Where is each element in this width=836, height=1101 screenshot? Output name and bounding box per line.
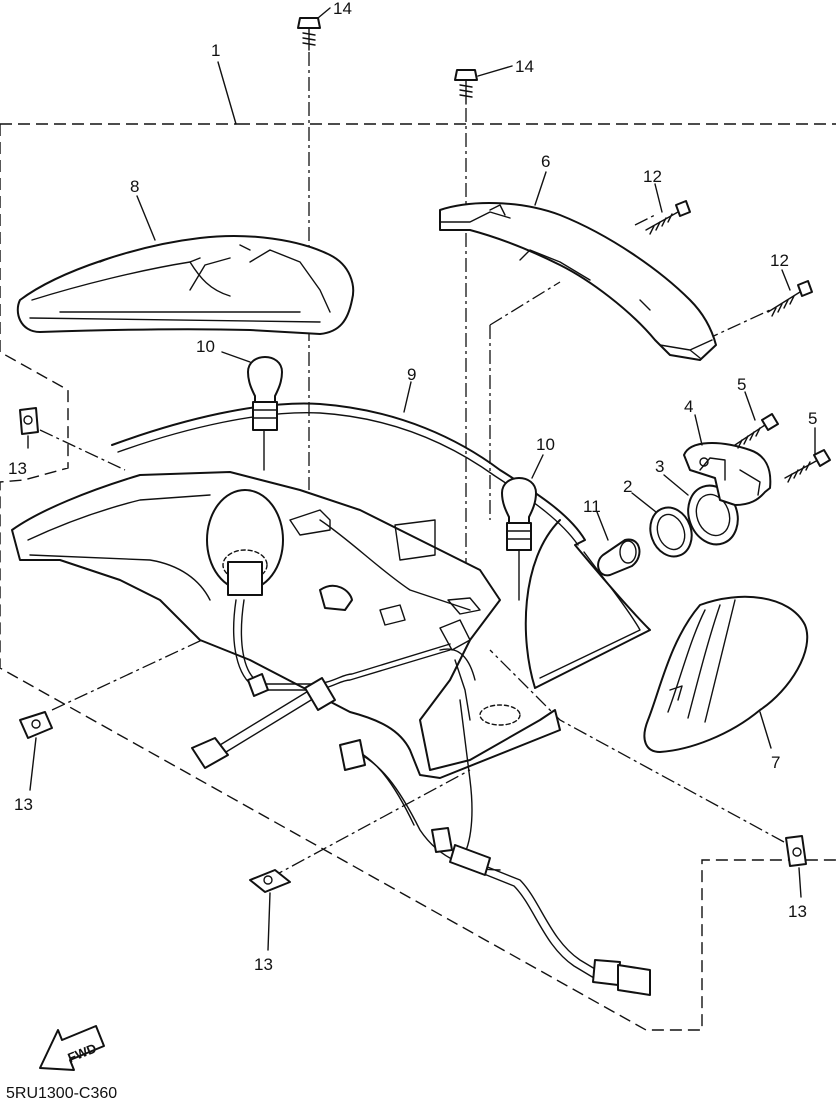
bulb-left-part <box>247 356 283 471</box>
callout-14a: 14 <box>333 0 352 18</box>
callout-10a: 10 <box>196 337 215 356</box>
screw-5a-part <box>734 413 779 449</box>
grommet-part <box>597 538 641 577</box>
wiring-loop-part <box>111 402 651 689</box>
callout-12a: 12 <box>643 167 662 186</box>
clip-nut-13c-part <box>249 869 291 893</box>
screw-12a-part <box>645 200 691 235</box>
callout-9: 9 <box>407 365 416 384</box>
callout-5a: 5 <box>737 375 746 394</box>
callout-7: 7 <box>771 753 780 772</box>
callout-13a: 13 <box>8 459 27 478</box>
callout-4: 4 <box>684 397 693 416</box>
gasket-ring-part <box>649 506 693 558</box>
clip-nut-13d-part <box>785 835 807 867</box>
callout-2: 2 <box>623 477 632 496</box>
callout-12b: 12 <box>770 251 789 270</box>
right-cover-part <box>439 202 717 361</box>
wire-harness <box>191 599 651 996</box>
tail-light-base <box>11 471 561 779</box>
callout-11: 11 <box>583 497 601 516</box>
callout-5b: 5 <box>808 409 817 428</box>
callout-6: 6 <box>541 152 550 171</box>
callout-10b: 10 <box>536 435 555 454</box>
callout-14b: 14 <box>515 57 534 76</box>
bulb-right-part <box>501 477 537 601</box>
callout-13d: 13 <box>788 902 807 921</box>
callout-13b: 13 <box>14 795 33 814</box>
assembly-boundary <box>0 123 836 1031</box>
callout-1: 1 <box>211 41 220 60</box>
screw-5b-part <box>784 449 831 483</box>
screw-14a-part <box>297 17 321 51</box>
clip-nut-13a-part <box>19 407 39 435</box>
clip-nut-13b-part <box>19 711 53 739</box>
screw-12b-part <box>767 280 813 317</box>
diagram-code: 5RU1300-C360 <box>6 1085 117 1101</box>
callout-3: 3 <box>655 457 664 476</box>
left-lens-part <box>16 235 355 335</box>
forward-direction-arrow: FWD <box>39 1025 105 1071</box>
callout-8: 8 <box>130 177 139 196</box>
license-lamp-housing-part <box>683 442 772 506</box>
callout-13c: 13 <box>254 955 273 974</box>
right-lens-part <box>643 595 809 753</box>
screw-14b-part <box>454 69 478 105</box>
